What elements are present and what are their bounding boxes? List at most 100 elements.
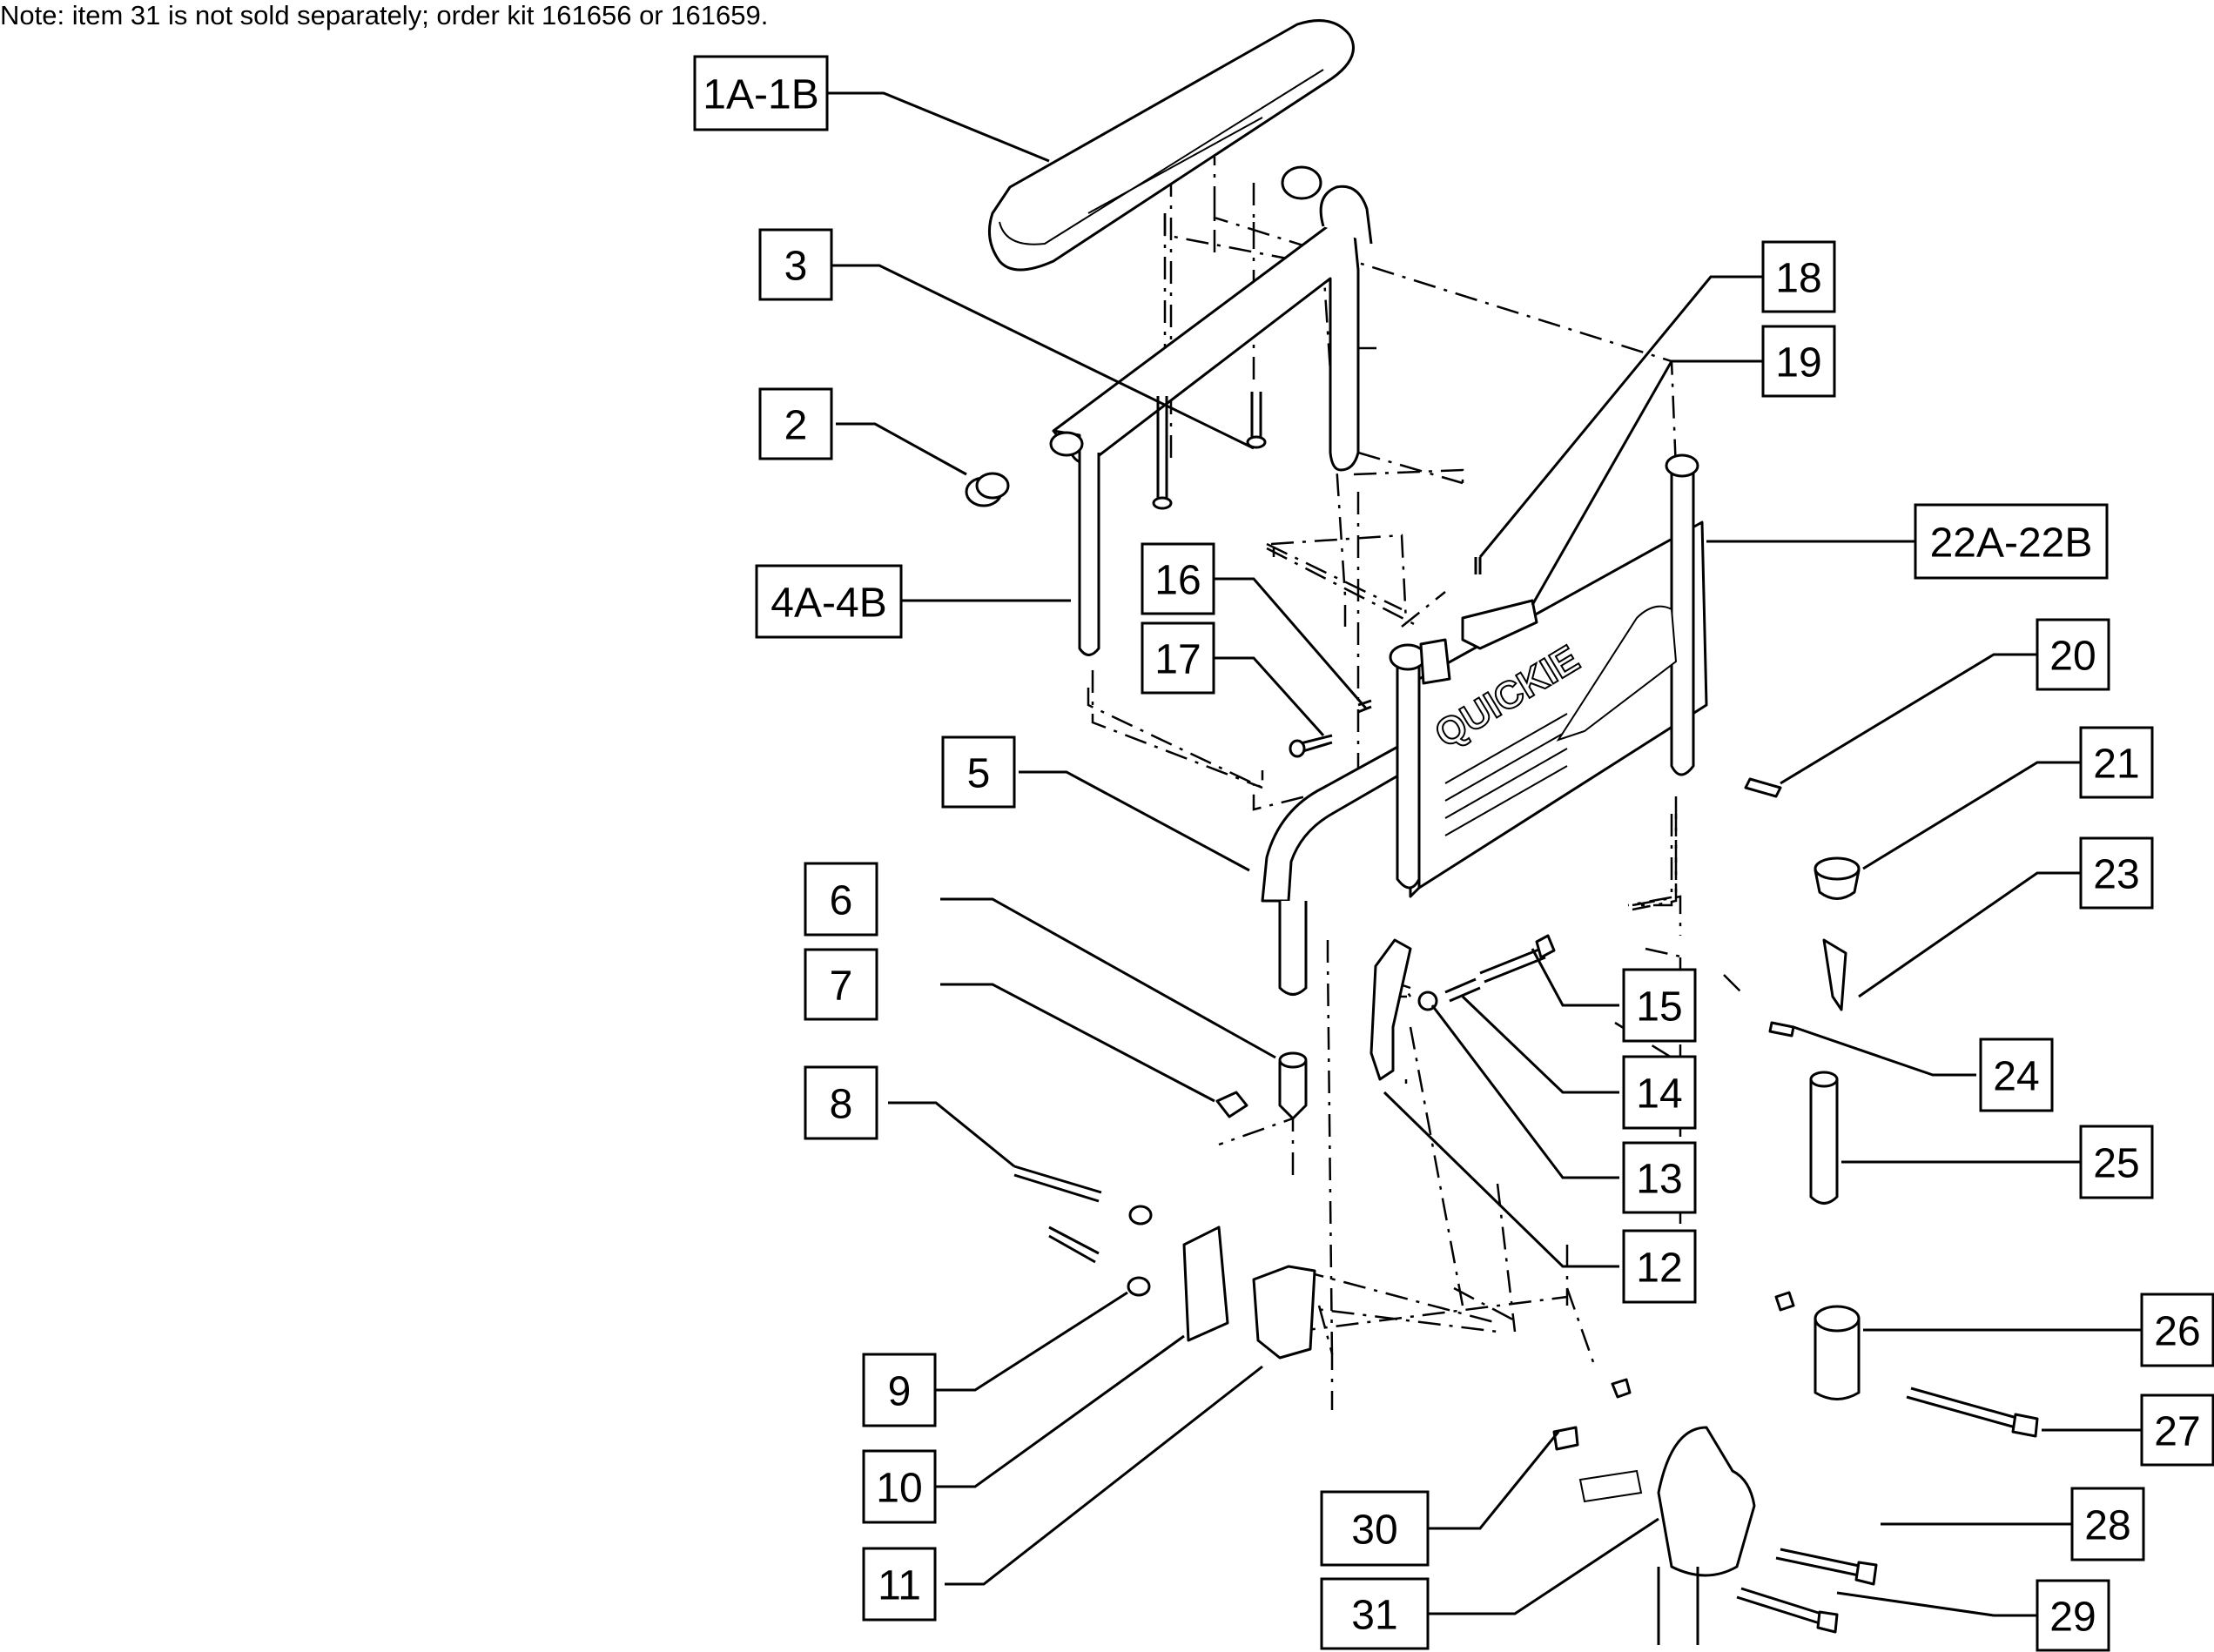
callout-label: 5	[967, 751, 991, 797]
part-20-pin	[1744, 777, 1782, 798]
callout-7: 7	[804, 948, 878, 1021]
part-4-arm-tube	[1049, 185, 1373, 656]
callout-label: 10	[876, 1466, 922, 1512]
callout-box	[1622, 1229, 1697, 1304]
callout-box	[804, 948, 878, 1021]
callout-label: 1A-1B	[703, 72, 818, 118]
callout-box	[1622, 1141, 1697, 1214]
callout-22a-22b: 22A-22B	[1914, 503, 2109, 580]
callout-box	[2079, 836, 2154, 910]
callout-4a-4b: 4A-4B	[755, 564, 903, 639]
callout-label: 17	[1154, 637, 1201, 683]
part-8-9-bolts	[1013, 1165, 1153, 1297]
diagram-note: Note: item 31 is not sold separately; or…	[0, 0, 769, 30]
callout-box	[2036, 618, 2110, 691]
callout-label: 12	[1636, 1246, 1682, 1292]
callout-12: 12	[1622, 1229, 1697, 1304]
callout-label: 23	[2093, 852, 2139, 898]
callout-13: 13	[1622, 1141, 1697, 1214]
callout-label: 7	[830, 964, 853, 1010]
part-13-14-15-spring-bolt	[1417, 934, 1556, 1011]
callout-box	[2140, 1293, 2214, 1367]
callout-1a-1b: 1A-1B	[693, 55, 829, 131]
callout-11: 11	[862, 1547, 937, 1622]
callout-box	[2079, 726, 2154, 799]
callout-box	[862, 1449, 937, 1524]
callout-label: 8	[830, 1082, 853, 1128]
callout-15: 15	[1622, 968, 1697, 1043]
callout-21: 21	[2079, 726, 2154, 799]
part-6-7-lock-plunger	[1215, 1051, 1308, 1120]
callout-2: 2	[758, 387, 833, 460]
callout-label: 24	[1993, 1054, 2039, 1100]
callout-label: 6	[830, 878, 853, 924]
part-18-19-pin-bracket	[1419, 557, 1538, 685]
callout-box	[1622, 968, 1697, 1043]
callout-27: 27	[2140, 1393, 2214, 1467]
callout-label: 2	[784, 403, 808, 449]
callout-label: 25	[2093, 1141, 2139, 1187]
callout-box	[755, 564, 903, 639]
callout-label: 19	[1775, 340, 1821, 386]
callout-label: 13	[1636, 1157, 1682, 1203]
callout-box	[693, 55, 829, 131]
part-21-cap	[1814, 856, 1861, 900]
callout-28: 28	[2070, 1487, 2145, 1561]
callout-16: 16	[1141, 542, 1215, 615]
callout-label: 26	[2154, 1309, 2200, 1355]
callout-3: 3	[758, 228, 833, 301]
callout-box	[1141, 542, 1215, 615]
callout-5: 5	[941, 735, 1016, 809]
part-10-11-clamp	[1182, 1226, 1316, 1360]
callout-box	[941, 735, 1016, 809]
part-1-armrest-pad	[987, 19, 1355, 272]
callout-18: 18	[1761, 240, 1836, 313]
callout-9: 9	[862, 1353, 937, 1427]
callout-29: 29	[2036, 1579, 2110, 1652]
callout-label: 21	[2093, 742, 2139, 788]
callout-box	[862, 1547, 937, 1622]
callout-30: 30	[1320, 1490, 1430, 1567]
callout-label: 28	[2084, 1503, 2130, 1549]
part-3-screws	[1152, 165, 1322, 510]
callout-6: 6	[804, 862, 878, 937]
callout-26: 26	[2140, 1293, 2214, 1367]
callout-box	[2070, 1487, 2145, 1561]
part-23-24-25-latch-tube	[1768, 938, 1847, 1205]
part-22-side-panel: QUICKIE	[1409, 453, 1708, 898]
part-16-17-screws	[1289, 699, 1372, 758]
callout-box	[1761, 240, 1836, 313]
callout-box	[1979, 1038, 2054, 1112]
callout-label: 18	[1775, 256, 1821, 302]
part-12-lever	[1369, 938, 1412, 1081]
callout-label: 9	[888, 1369, 912, 1415]
callout-23: 23	[2079, 836, 2154, 910]
part-2-end-cap	[965, 472, 1010, 507]
callout-20: 20	[2036, 618, 2110, 691]
callout-box	[758, 387, 833, 460]
part-28-29-30-31-bracket	[1552, 1378, 1878, 1645]
callout-label: 14	[1636, 1071, 1682, 1118]
callout-box	[804, 862, 878, 937]
callout-box	[2079, 1125, 2154, 1199]
callout-leaders	[827, 91, 2142, 1617]
callout-labels: 1A-1B234A-4B5678910111213141516171819202…	[693, 55, 2214, 1652]
callout-label: 29	[2049, 1595, 2096, 1641]
callout-label: 4A-4B	[771, 581, 886, 627]
callout-14: 14	[1622, 1055, 1697, 1130]
callout-box	[1914, 503, 2109, 580]
callout-box	[758, 228, 833, 301]
callout-box	[1761, 325, 1836, 398]
callout-19: 19	[1761, 325, 1836, 398]
callout-17: 17	[1141, 621, 1215, 695]
callout-label: 31	[1351, 1593, 1397, 1639]
part-5-frame-tube	[1261, 643, 1427, 996]
callout-label: 20	[2049, 634, 2096, 680]
callout-25: 25	[2079, 1125, 2154, 1199]
callout-box	[862, 1353, 937, 1427]
callout-label: 15	[1636, 984, 1682, 1031]
callout-box	[1622, 1055, 1697, 1130]
callout-label: 30	[1351, 1508, 1397, 1554]
callout-24: 24	[1979, 1038, 2054, 1112]
callout-box	[1320, 1490, 1430, 1567]
